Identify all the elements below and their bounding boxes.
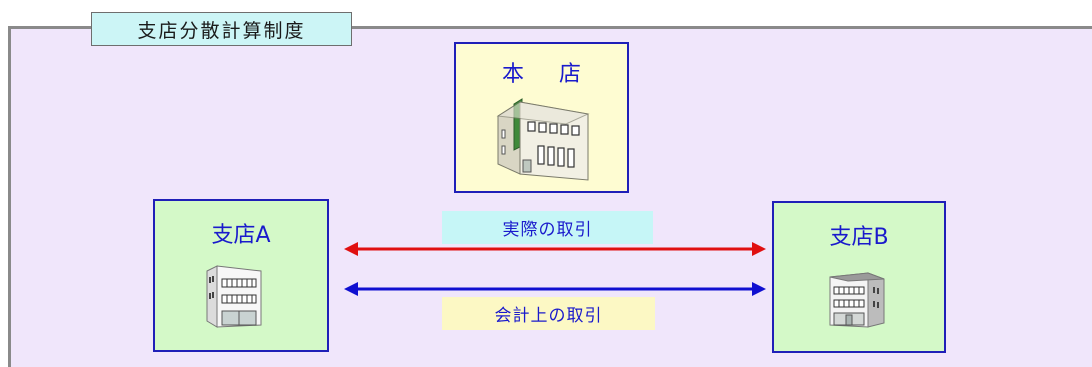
- building-icon: [206, 265, 262, 328]
- branch-b-label: 支店B: [829, 225, 889, 250]
- head-office-label: 本 店: [502, 62, 595, 87]
- accounting-transaction-label: 会計上の取引: [442, 297, 655, 330]
- branch-a-box: 支店A: [153, 199, 329, 352]
- accounting-transaction-arrow: [344, 282, 766, 296]
- head-office-box: 本 店: [454, 42, 629, 193]
- diagram-title: 支店分散計算制度: [91, 12, 352, 46]
- branch-b-box: 支店B: [772, 201, 946, 353]
- branch-a-label: 支店A: [211, 223, 271, 248]
- actual-transaction-arrow: [344, 242, 766, 256]
- actual-transaction-label: 実際の取引: [442, 211, 653, 244]
- office-building-icon: [496, 98, 590, 181]
- building-icon: [829, 272, 885, 328]
